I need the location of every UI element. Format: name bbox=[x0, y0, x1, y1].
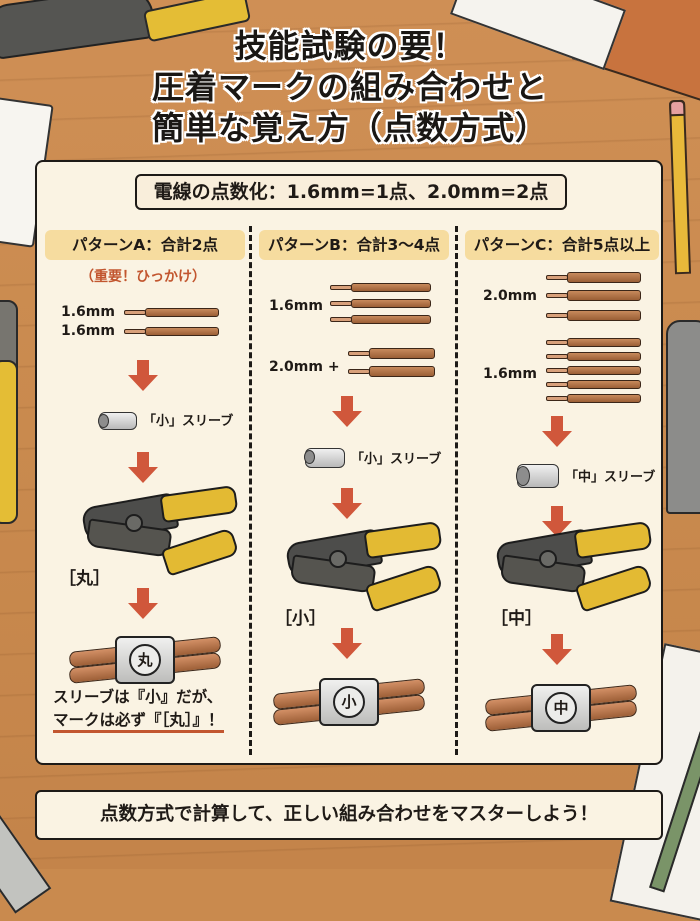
wire-icon bbox=[546, 310, 641, 321]
wire-icon bbox=[124, 308, 219, 317]
sleeve-icon bbox=[516, 464, 559, 488]
wire-label: 2.0mm bbox=[483, 288, 537, 304]
page-title: 技能試験の要！ 圧着マークの組み合わせと 簡単な覚え方（点数方式） bbox=[0, 26, 700, 149]
pattern-b-header: パターンB：合計3〜4点 bbox=[259, 230, 449, 260]
pattern-c-column: パターンC：合計5点以上 2.0mm 1.6mm 「中」スリーブ ［中］ 中 bbox=[457, 226, 663, 755]
scoring-rule-box: 電線の点数化：1.6mm=1点、2.0mm=2点 bbox=[135, 174, 567, 210]
pattern-a-warning: （重要！ひっかけ） bbox=[80, 269, 206, 285]
crimper-tool-icon bbox=[494, 520, 654, 613]
sleeve-icon bbox=[98, 412, 137, 430]
wire-label: 1.6mm bbox=[61, 323, 115, 339]
wire-icon bbox=[546, 290, 641, 301]
wire-icon bbox=[546, 366, 641, 375]
title-line-2: 圧着マークの組み合わせと bbox=[151, 68, 548, 106]
wire-icon bbox=[330, 299, 431, 308]
wire-label: 1.6mm bbox=[483, 366, 537, 382]
pliers-handle-icon bbox=[0, 360, 18, 524]
sleeve-label: 「小」スリーブ bbox=[143, 414, 234, 429]
pattern-a-header: パターンA：合計2点 bbox=[45, 230, 245, 260]
crimped-bundle-icon: 丸 bbox=[68, 634, 222, 684]
wire-icon bbox=[546, 352, 641, 361]
stamp-mark: 中 bbox=[545, 692, 577, 724]
wire-icon bbox=[546, 338, 641, 347]
wire-icon bbox=[348, 348, 435, 359]
crimper-tool-icon bbox=[80, 484, 240, 577]
wire-icon bbox=[330, 315, 431, 324]
wire-icon bbox=[330, 283, 431, 292]
sleeve-icon bbox=[304, 448, 345, 468]
tape-measure-icon bbox=[666, 320, 700, 514]
note-line-1: スリーブは『小』だが、 bbox=[53, 688, 223, 706]
wire-icon bbox=[124, 327, 219, 336]
die-mark-label: ［中］ bbox=[491, 609, 542, 629]
sleeve-label: 「小」スリーブ bbox=[351, 452, 442, 467]
column-divider bbox=[455, 226, 458, 755]
wire-icon bbox=[546, 380, 641, 389]
crimped-bundle-icon: 小 bbox=[272, 676, 426, 726]
footer-banner: 点数方式で計算して、正しい組み合わせをマスターしよう！ bbox=[35, 790, 663, 840]
title-line-3: 簡単な覚え方（点数方式） bbox=[151, 109, 548, 147]
wire-icon bbox=[546, 394, 641, 403]
column-divider bbox=[249, 226, 252, 755]
sleeve-label: 「中」スリーブ bbox=[565, 470, 656, 485]
pattern-c-header: パターンC：合計5点以上 bbox=[465, 230, 659, 260]
die-mark-label: ［丸］ bbox=[59, 569, 110, 589]
wire-label: 2.0mm + bbox=[269, 359, 340, 375]
pattern-a-column: パターンA：合計2点 （重要！ひっかけ） 1.6mm 1.6mm 「小」スリーブ… bbox=[37, 226, 249, 755]
title-line-1: 技能試験の要！ bbox=[234, 27, 466, 65]
main-panel: 電線の点数化：1.6mm=1点、2.0mm=2点 パターンA：合計2点 （重要！… bbox=[35, 160, 663, 765]
pattern-a-note: スリーブは『小』だが、 マークは必ず『［丸］』！ bbox=[53, 686, 224, 733]
wire-label: 1.6mm bbox=[61, 304, 115, 320]
crimped-bundle-icon: 中 bbox=[484, 682, 638, 732]
die-mark-label: ［小］ bbox=[275, 609, 326, 629]
note-line-2: マークは必ず『［丸］』！ bbox=[53, 711, 224, 733]
stamp-mark: 小 bbox=[333, 686, 365, 718]
pattern-b-column: パターンB：合計3〜4点 1.6mm 2.0mm + 「小」スリーブ ［小］ 小 bbox=[251, 226, 453, 755]
wire-icon bbox=[348, 366, 435, 377]
stamp-mark: 丸 bbox=[129, 644, 161, 676]
wire-label: 1.6mm bbox=[269, 298, 323, 314]
crimper-tool-icon bbox=[284, 520, 444, 613]
wire-icon bbox=[546, 272, 641, 283]
